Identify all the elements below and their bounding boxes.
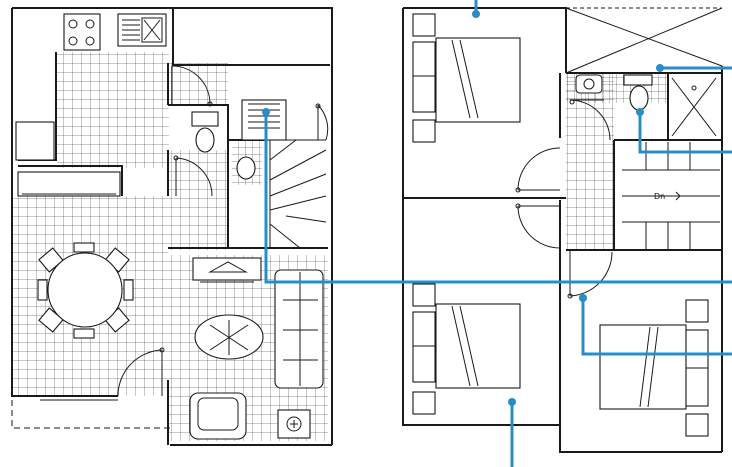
- sofa: [274, 269, 324, 389]
- upper-toilet: [629, 85, 649, 111]
- terrace-outline: [11, 400, 170, 429]
- shower: [671, 77, 717, 137]
- leader-dot-north: [472, 10, 480, 18]
- bedroom-2: [412, 283, 521, 415]
- bedroom-3: [599, 299, 709, 437]
- bed-2: [435, 303, 521, 389]
- dining-table: [37, 242, 134, 339]
- counter-wall: [18, 165, 123, 196]
- bed-3: [599, 324, 687, 410]
- bedroom-1: [412, 13, 521, 143]
- leader-ground-stair: [264, 112, 732, 284]
- leader-dot-south: [508, 398, 516, 406]
- kitchen-counter: [17, 171, 121, 197]
- ground-floor: [11, 7, 333, 446]
- leader-toilet: [638, 112, 732, 154]
- upper-south-wall: [559, 425, 722, 453]
- washer: [241, 99, 287, 141]
- wc-toilet: [236, 156, 256, 180]
- ground-west-wall: [11, 8, 40, 397]
- ground-east-wall: [174, 7, 333, 445]
- hall-floor-tiles: [168, 63, 228, 105]
- leader-dot-bath: [656, 64, 664, 72]
- kitchen-floor-tiles: [57, 52, 169, 168]
- plant-stand: [277, 409, 311, 439]
- upper-floor: Dn: [402, 7, 723, 453]
- leader-dot-ground-stair: [262, 108, 270, 116]
- leader-dot-bedroom-3-door: [579, 294, 587, 302]
- wc-wall: [168, 104, 229, 248]
- corridor-floor-tiles: [168, 150, 228, 250]
- toilet-cistern: [623, 74, 653, 86]
- stair-label: Dn: [654, 192, 665, 201]
- callout-leaders: [262, 0, 732, 467]
- stove: [63, 13, 101, 51]
- void-cross: [565, 7, 723, 74]
- washbasin: [575, 74, 603, 94]
- ground-stair: [241, 99, 327, 249]
- leader-dot-toilet: [636, 108, 644, 116]
- bed-1: [435, 37, 521, 123]
- toilet: [195, 127, 215, 153]
- toilet-tank: [191, 111, 219, 127]
- tv-console: [192, 257, 262, 281]
- fridge: [15, 121, 55, 161]
- upper-stair: Dn: [622, 142, 720, 250]
- bathroom: [575, 74, 717, 137]
- ground-north-wall: [12, 7, 330, 66]
- ground-doors: [117, 65, 329, 397]
- armchair: [189, 392, 247, 440]
- leader-bedroom-3-door: [581, 298, 732, 356]
